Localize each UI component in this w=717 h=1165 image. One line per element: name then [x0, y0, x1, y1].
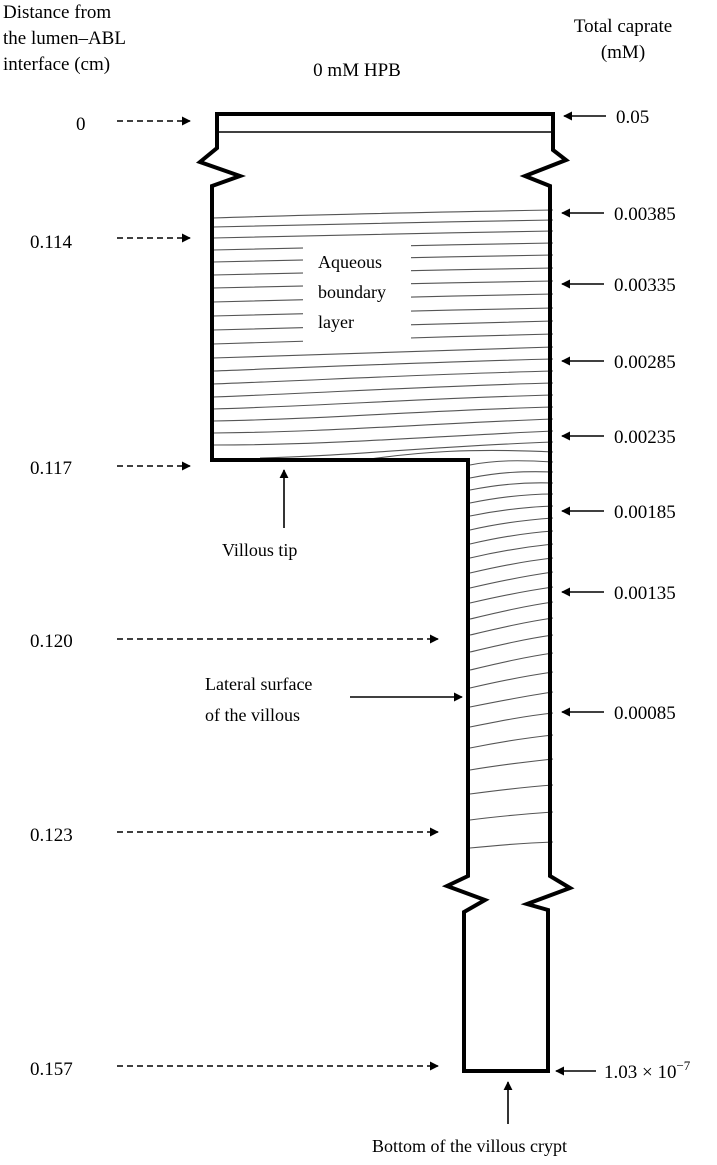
lateral-contour-lines	[469, 460, 554, 849]
distance-label: 0.117	[30, 458, 72, 479]
abl-label-box	[303, 240, 411, 350]
caprate-label: 0.00235	[614, 427, 676, 448]
caprate-markers: 0.05 0.00385 0.00335 0.00285 0.00235 0.0…	[555, 107, 691, 1083]
lateral-surface-label-line-1: Lateral surface	[205, 674, 312, 694]
abl-label-line-2: boundary	[318, 282, 386, 302]
right-axis-title-line-2: (mM)	[601, 42, 645, 63]
crypt-bottom-label: Bottom of the villous crypt	[372, 1136, 567, 1156]
villous-tip-label: Villous tip	[222, 540, 297, 560]
abl-contour-lines	[212, 209, 554, 460]
caprate-bottom-mantissa: 1.03 × 10	[604, 1062, 676, 1083]
distance-label: 0.120	[30, 631, 73, 652]
caprate-label: 0.00335	[614, 275, 676, 296]
caprate-label: 0.00185	[614, 502, 676, 523]
caprate-label: 0.00385	[614, 204, 676, 225]
lateral-surface-label-line-2: of the villous	[205, 705, 300, 725]
left-axis-title-line-3: interface (cm)	[3, 54, 110, 75]
distance-markers: 0 0.114 0.117 0.120 0.123 0.157	[30, 114, 439, 1080]
distance-label: 0.123	[30, 825, 73, 846]
abl-label-line-1: Aqueous	[318, 252, 382, 272]
left-axis-title-line-2: the lumen–ABL	[3, 28, 126, 49]
caprate-bottom-exponent: −7	[676, 1058, 690, 1073]
caprate-label: 0.00135	[614, 583, 676, 604]
caprate-label: 0.00285	[614, 352, 676, 373]
caprate-label: 0.05	[616, 107, 649, 128]
distance-label: 0	[76, 114, 86, 135]
caprate-bottom-label: 1.03 × 10−7	[604, 1058, 691, 1083]
right-axis-title-line-1: Total caprate	[574, 16, 672, 37]
distance-label: 0.114	[30, 232, 73, 253]
left-axis-title-line-1: Distance from	[3, 2, 111, 23]
center-title: 0 mM HPB	[313, 60, 401, 81]
domain-outline-left	[195, 112, 575, 1073]
caprate-label: 0.00085	[614, 703, 676, 724]
abl-label-line-3: layer	[318, 312, 354, 332]
distance-label: 0.157	[30, 1059, 73, 1080]
